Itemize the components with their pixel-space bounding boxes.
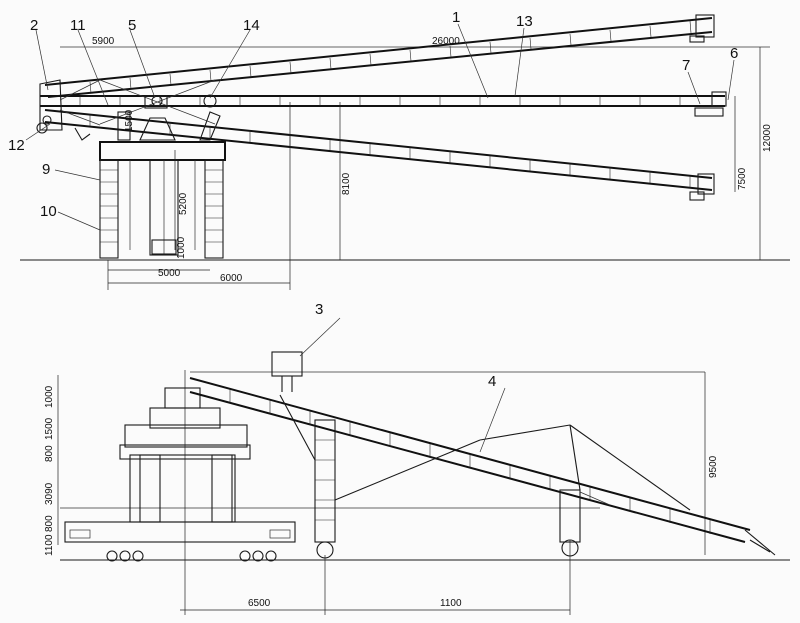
dim-text-side-9500: 9500 <box>708 455 719 478</box>
pivot-head <box>99 79 221 141</box>
dim-text-side-1100w: 1100 <box>440 598 462 609</box>
label-14: 14 <box>243 17 260 34</box>
dim-text-8100: 8100 <box>341 172 352 195</box>
portal-frame <box>99 141 226 259</box>
dim-text-6000: 6000 <box>220 273 243 284</box>
label-9: 9 <box>42 161 50 178</box>
label-7: 7 <box>682 57 690 74</box>
dim-text-side-6500: 6500 <box>248 598 271 609</box>
top-leaders <box>25 23 735 231</box>
dim-text-side-1100: 1100 <box>44 534 55 556</box>
leader-4 <box>479 387 506 453</box>
dim-text-side-1000: 1000 <box>44 385 55 408</box>
base-portal <box>64 387 296 562</box>
label-12: 12 <box>8 137 25 154</box>
side-view: 3 4 1000 1500 800 3090 800 1100 9500 650… <box>44 301 790 615</box>
dim-text-5200: 5200 <box>178 192 189 215</box>
dim-text-side-800: 800 <box>44 445 55 462</box>
tail-equipment <box>36 79 101 141</box>
dim-text-side-800b: 800 <box>44 515 55 532</box>
label-4: 4 <box>488 373 496 390</box>
label-6: 6 <box>730 45 738 62</box>
label-2: 2 <box>30 17 38 34</box>
lower-boom <box>44 109 715 201</box>
top-view: 2 11 5 14 1 13 7 6 12 9 10 5900 26000 15… <box>8 9 790 290</box>
label-10: 10 <box>40 203 57 220</box>
leader-3 <box>299 317 341 357</box>
label-11: 11 <box>70 17 86 34</box>
inclined-conveyor <box>189 377 776 556</box>
dim-text-5900: 5900 <box>92 36 115 47</box>
upper-boom <box>44 14 715 98</box>
dim-text-1500: 1500 <box>124 109 135 132</box>
label-13: 13 <box>516 13 533 30</box>
label-3: 3 <box>315 301 323 318</box>
dim-text-7500: 7500 <box>737 167 748 190</box>
dim-text-side-1500: 1500 <box>44 417 55 440</box>
dim-text-26000: 26000 <box>432 36 460 47</box>
drive-unit <box>271 351 303 392</box>
support-columns <box>279 394 691 559</box>
middle-boom <box>40 91 727 117</box>
dim-text-1000: 1000 <box>176 236 187 259</box>
dim-text-side-3090: 3090 <box>44 482 55 505</box>
label-1: 1 <box>452 9 460 26</box>
label-5: 5 <box>128 17 136 34</box>
dim-text-12000: 12000 <box>762 124 773 152</box>
dim-text-5000: 5000 <box>158 268 181 279</box>
